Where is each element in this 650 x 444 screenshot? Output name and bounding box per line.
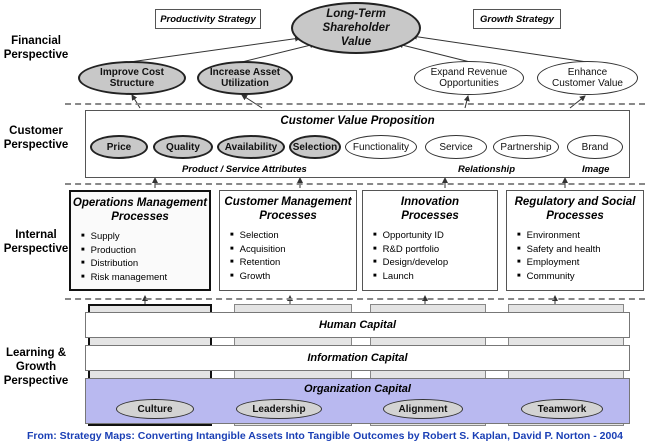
customer-management-list: Selection Acquisition Retention Growth [230, 229, 356, 283]
org-culture: Culture [116, 399, 194, 419]
attribute-service: Service [425, 135, 487, 159]
operations-management-title: Operations Management Processes [72, 197, 208, 223]
list-item: Environment [517, 229, 643, 243]
list-item: Employment [517, 256, 643, 270]
attribute-functionality: Functionality [345, 135, 417, 159]
enhance-customer-value: Enhance Customer Value [537, 61, 638, 95]
attribute-partnership: Partnership [493, 135, 559, 159]
growth-strategy-box: Growth Strategy [473, 9, 561, 29]
image-label: Image [582, 164, 610, 175]
divider-customer-internal [65, 183, 645, 185]
attribute-selection: Selection [289, 135, 341, 159]
org-leadership: Leadership [236, 399, 322, 419]
organization-capital-title: Organization Capital [304, 383, 411, 395]
list-item: Acquisition [230, 243, 356, 257]
list-item: R&D portfolio [373, 243, 497, 257]
list-item: Distribution [81, 257, 209, 271]
list-item: Selection [230, 229, 356, 243]
source-citation: From: Strategy Maps: Converting Intangib… [26, 430, 624, 442]
list-item: Design/develop [373, 256, 497, 270]
customer-management-process: Customer Management Processes Selection … [219, 190, 357, 291]
productivity-strategy-box: Productivity Strategy [155, 9, 261, 29]
regulatory-social-list: Environment Safety and health Employment… [517, 229, 643, 283]
divider-financial-customer [65, 103, 645, 105]
attribute-quality: Quality [153, 135, 213, 159]
org-alignment: Alignment [383, 399, 463, 419]
operations-management-process: Operations Management Processes Supply P… [69, 190, 211, 291]
attribute-price: Price [90, 135, 148, 159]
improve-cost-structure: Improve Cost Structure [78, 61, 186, 95]
customer-value-proposition-title: Customer Value Proposition [280, 115, 435, 127]
list-item: Risk management [81, 271, 209, 285]
attribute-availability: Availability [217, 135, 285, 159]
financial-perspective-label: Financial Perspective [3, 35, 69, 61]
human-capital-bar: Human Capital [85, 312, 630, 338]
regulatory-social-title: Regulatory and Social Processes [514, 196, 636, 222]
operations-management-list: Supply Production Distribution Risk mana… [81, 230, 209, 284]
list-item: Growth [230, 270, 356, 284]
list-item: Production [81, 244, 209, 258]
list-item: Safety and health [517, 243, 643, 257]
regulatory-social-process: Regulatory and Social Processes Environm… [506, 190, 644, 291]
list-item: Launch [373, 270, 497, 284]
relationship-label: Relationship [458, 164, 516, 175]
customer-perspective-label: Customer Perspective [3, 125, 69, 151]
expand-revenue-opportunities: Expand Revenue Opportunities [414, 61, 524, 95]
attribute-brand: Brand [567, 135, 623, 159]
improve-cost-structure-text: Improve Cost Structure [100, 67, 164, 89]
long-term-shareholder-value-text: Long-Term Shareholder Value [322, 8, 390, 48]
innovation-title: Innovation Processes [400, 196, 460, 222]
list-item: Supply [81, 230, 209, 244]
expand-revenue-opportunities-text: Expand Revenue Opportunities [430, 67, 508, 89]
learning-perspective-label: Learning & Growth Perspective [3, 347, 69, 387]
org-teamwork: Teamwork [521, 399, 603, 419]
divider-internal-learning [65, 298, 645, 300]
list-item: Retention [230, 256, 356, 270]
customer-management-title: Customer Management Processes [224, 196, 352, 222]
product-service-attributes-label: Product / Service Attributes [182, 164, 307, 175]
innovation-process: Innovation Processes Opportunity ID R&D … [362, 190, 498, 291]
list-item: Opportunity ID [373, 229, 497, 243]
innovation-list: Opportunity ID R&D portfolio Design/deve… [373, 229, 497, 283]
increase-asset-utilization: Increase Asset Utilization [197, 61, 293, 95]
list-item: Community [517, 270, 643, 284]
internal-perspective-label: Internal Perspective [3, 229, 69, 255]
increase-asset-utilization-text: Increase Asset Utilization [209, 67, 281, 89]
enhance-customer-value-text: Enhance Customer Value [552, 67, 623, 89]
information-capital-bar: Information Capital [85, 345, 630, 371]
long-term-shareholder-value: Long-Term Shareholder Value [291, 2, 421, 54]
